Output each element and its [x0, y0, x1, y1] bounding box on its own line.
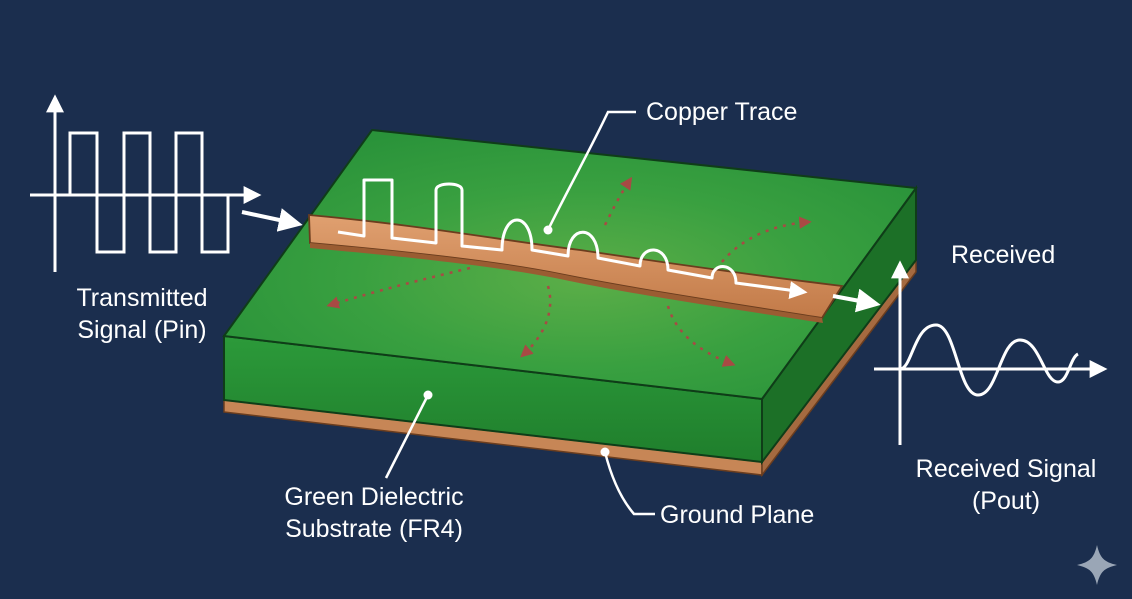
substrate-leader [384, 394, 430, 479]
input-arrow [241, 208, 303, 232]
copper-trace [308, 214, 844, 323]
field-line-2 [721, 216, 812, 263]
leader-lines [384, 110, 655, 516]
damped-wave [899, 323, 1079, 397]
transmitted-label-line1: Transmitted [76, 284, 208, 312]
field-line-4 [520, 285, 552, 358]
field-line-1 [603, 176, 633, 226]
received-signal-label: Received Signal (Pout) [898, 453, 1114, 517]
ground-plane-label: Ground Plane [660, 501, 815, 529]
propagating-signal [337, 178, 808, 300]
received-label-line2: (Pout) [971, 487, 1041, 515]
field-line-3 [326, 266, 471, 309]
transmitted-signal-plot [30, 94, 262, 272]
sparkle-icon [1077, 545, 1117, 585]
received-label: Received [951, 241, 1056, 269]
transmitted-label-line2: Signal (Pin) [77, 316, 207, 344]
output-arrow [832, 288, 881, 313]
substrate-label-line1: Green Dielectric [284, 483, 464, 511]
received-label-line1: Received Signal [915, 455, 1097, 483]
square-wave [68, 131, 230, 254]
field-lines [326, 176, 812, 367]
substrate-label: Green Dielectric Substrate (FR4) [262, 481, 486, 545]
received-signal-plot [874, 260, 1108, 445]
transmitted-signal-label: Transmitted Signal (Pin) [44, 282, 240, 346]
substrate-label-line2: Substrate (FR4) [285, 515, 463, 543]
copper-trace-label: Copper Trace [646, 98, 798, 126]
ground-plane-leader [603, 451, 655, 516]
copper-trace-leader [546, 110, 636, 231]
